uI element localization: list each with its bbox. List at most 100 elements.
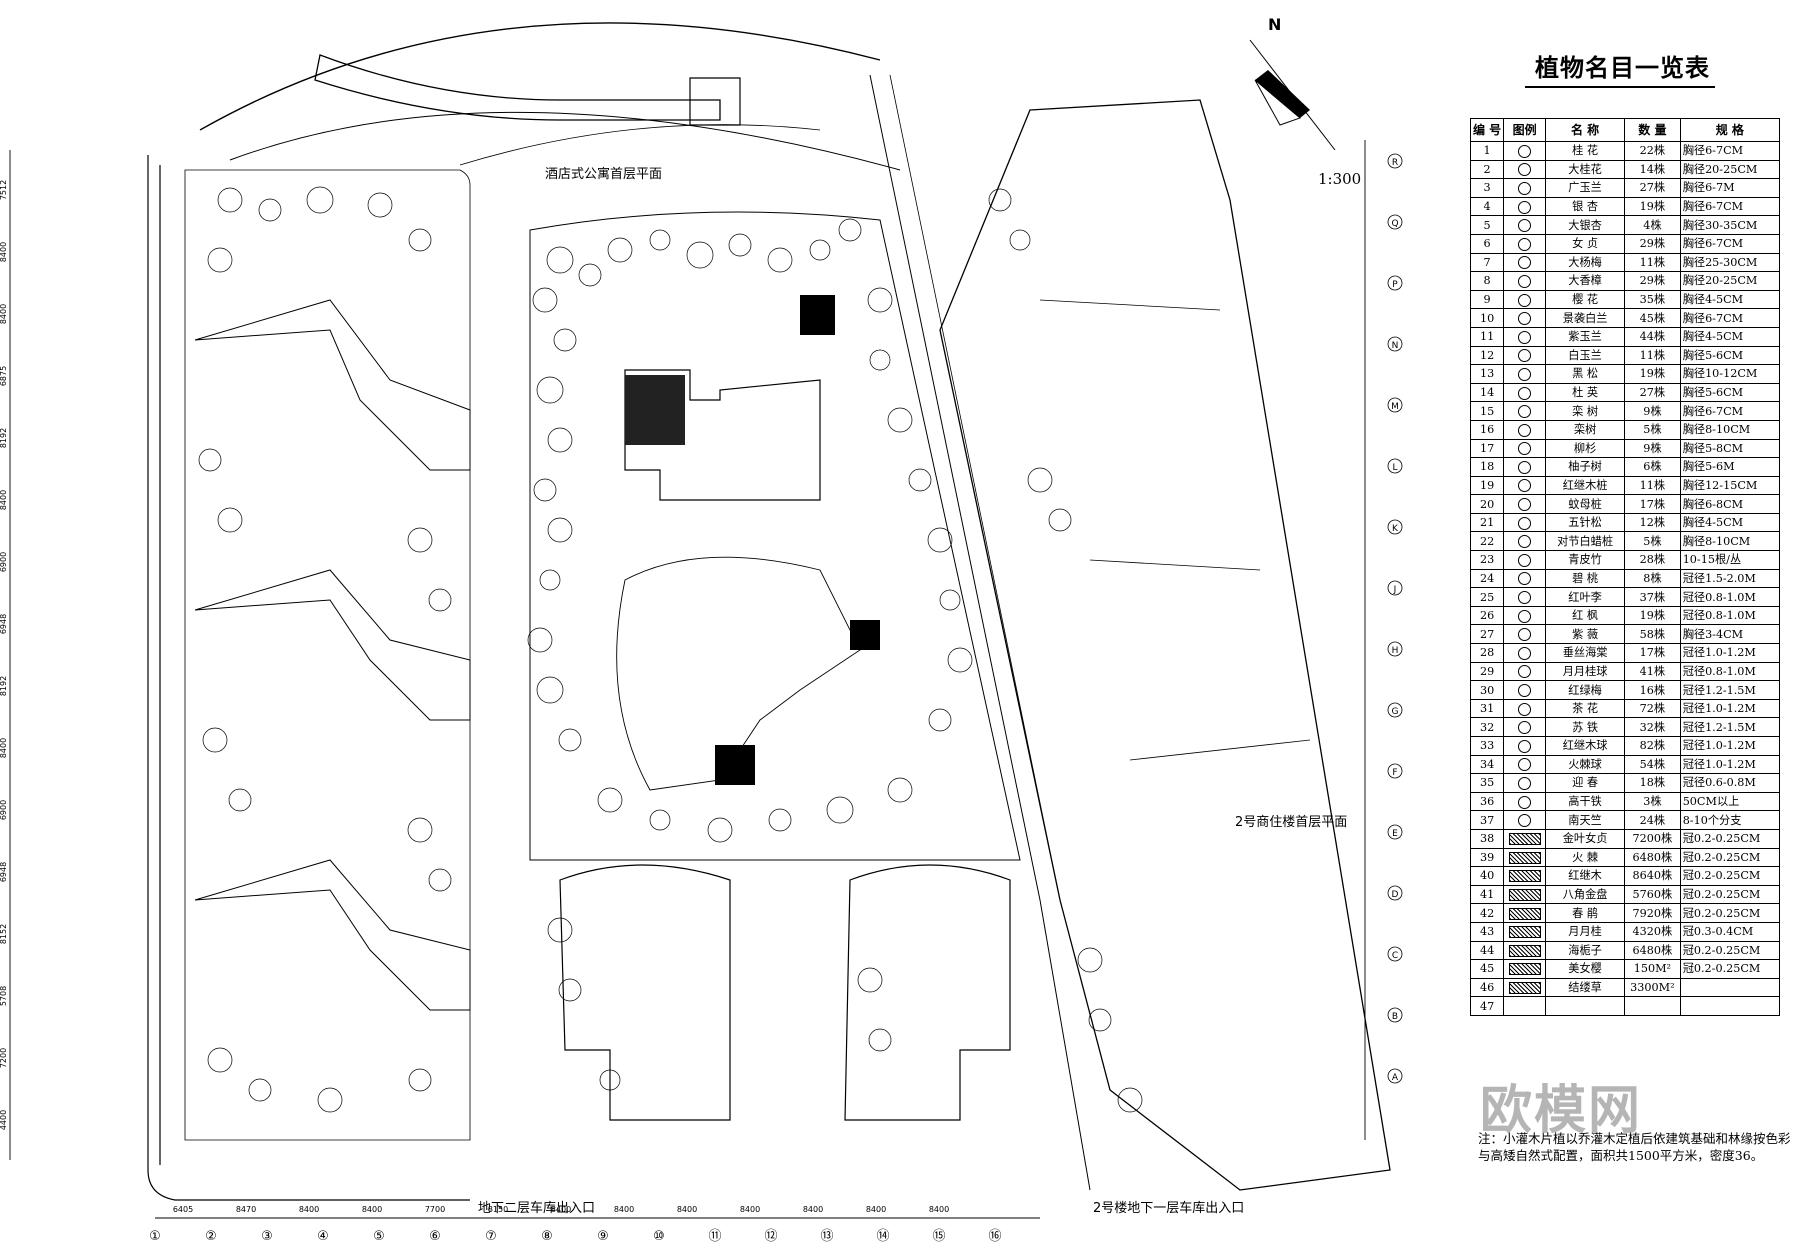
legend-plant-name: 火 棘 <box>1545 847 1626 868</box>
legend-plant-name: 月月桂 <box>1545 921 1626 942</box>
plant-symbol-icon <box>1518 628 1532 642</box>
dimension-label: 8400 <box>677 1205 697 1214</box>
legend-spec: 冠径1.2-1.5M <box>1679 717 1781 737</box>
plant-symbol-icon <box>1518 181 1532 195</box>
legend-spec: 冠0.2-0.25CM <box>1679 884 1781 905</box>
plant-symbol-icon <box>1503 736 1547 756</box>
legend-quantity: 29株 <box>1624 233 1681 254</box>
legend-spec: 胸径20-25CM <box>1679 271 1781 291</box>
legend-plant-name: 八角金盘 <box>1545 884 1626 905</box>
axis-right-circle <box>1387 397 1403 413</box>
axis-right-circle <box>1387 153 1403 169</box>
axis-bottom-marker: ⑨ <box>597 1229 609 1244</box>
legend-quantity: 11株 <box>1624 252 1681 273</box>
plant-symbol-icon <box>1518 367 1532 381</box>
legend-plant-name: 茶 花 <box>1545 698 1626 719</box>
legend-spec: 冠径0.8-1.0M <box>1679 661 1781 682</box>
dimension-label: 8192 <box>0 428 8 448</box>
dimension-label: 8470 <box>236 1205 256 1214</box>
plant-symbol-icon <box>1503 921 1547 942</box>
plant-symbol-icon <box>1503 550 1547 570</box>
axis-right-circle <box>1387 336 1403 352</box>
legend-plant-name: 紫玉兰 <box>1545 326 1626 347</box>
header-no: 编 号 <box>1469 118 1505 142</box>
axis-right-circle <box>1387 641 1403 657</box>
legend-number: 21 <box>1469 512 1505 533</box>
axis-right-marker: L <box>1392 463 1397 473</box>
plant-symbol-icon <box>1518 553 1532 567</box>
legend-spec: 冠0.3-0.4CM <box>1679 921 1781 942</box>
legend-quantity: 72株 <box>1624 698 1681 719</box>
plant-symbol-icon <box>1503 178 1547 198</box>
legend-plant-name <box>1545 996 1626 1016</box>
legend-quantity: 29株 <box>1624 271 1681 291</box>
legend-number: 5 <box>1469 215 1505 235</box>
axis-right-circle <box>1387 519 1403 535</box>
legend-spec: 冠0.2-0.25CM <box>1679 940 1781 961</box>
plant-symbol-icon <box>1518 274 1532 288</box>
plant-symbol-icon <box>1503 382 1547 403</box>
plant-symbol-icon <box>1503 308 1547 328</box>
legend-quantity: 16株 <box>1624 680 1681 700</box>
plant-symbol-icon <box>1518 144 1532 158</box>
legend-quantity: 150M² <box>1624 959 1681 979</box>
legend-number: 2 <box>1469 159 1505 180</box>
axis-bottom-marker: ⑪ <box>708 1229 721 1244</box>
dimension-label: 7700 <box>425 1205 445 1214</box>
axis-right-circle <box>1387 580 1403 596</box>
legend-number: 6 <box>1469 233 1505 254</box>
legend-plant-name: 结缕草 <box>1545 977 1626 998</box>
plant-symbol-icon <box>1518 460 1532 474</box>
axis-bottom-marker: ⑬ <box>820 1229 833 1244</box>
plant-symbol-icon <box>1503 215 1547 235</box>
legend-quantity: 27株 <box>1624 382 1681 403</box>
legend-number: 14 <box>1469 382 1505 403</box>
plant-symbol-icon <box>1503 364 1547 384</box>
legend-quantity: 11株 <box>1624 475 1681 496</box>
legend-spec <box>1679 996 1781 1016</box>
axis-bottom-marker: ⑭ <box>876 1229 889 1244</box>
plant-symbol-icon <box>1503 903 1547 923</box>
legend-plant-name: 景袭白兰 <box>1545 308 1626 328</box>
plant-symbol-icon <box>1503 159 1547 180</box>
legend-spec: 冠径0.8-1.0M <box>1679 605 1781 626</box>
axis-bottom-marker: ⑥ <box>429 1229 441 1244</box>
legend-spec: 冠径0.8-1.0M <box>1679 587 1781 607</box>
legend-quantity: 19株 <box>1624 605 1681 626</box>
plant-symbol-icon <box>1503 680 1547 700</box>
dimension-label: 8400 <box>0 304 8 324</box>
legend-spec: 10-15根/丛 <box>1679 550 1781 570</box>
axis-right-circle <box>1387 275 1403 291</box>
legend-quantity: 82株 <box>1624 736 1681 756</box>
dimension-label: 8400 <box>0 242 8 262</box>
plant-symbol-icon <box>1518 330 1532 344</box>
legend-quantity: 41株 <box>1624 661 1681 682</box>
dimension-label: 6948 <box>0 614 8 634</box>
legend-quantity: 3株 <box>1624 791 1681 812</box>
legend-number: 1 <box>1469 141 1505 161</box>
plant-symbol-icon <box>1518 256 1532 270</box>
legend-spec: 胸径25-30CM <box>1679 252 1781 273</box>
axis-bottom-marker: ⑫ <box>764 1229 777 1244</box>
plant-symbol-icon <box>1503 233 1547 254</box>
legend-quantity: 5760株 <box>1624 884 1681 905</box>
legend-number: 40 <box>1469 866 1505 886</box>
plant-symbol-icon <box>1503 568 1547 589</box>
legend-plant-name: 海栀子 <box>1545 940 1626 961</box>
